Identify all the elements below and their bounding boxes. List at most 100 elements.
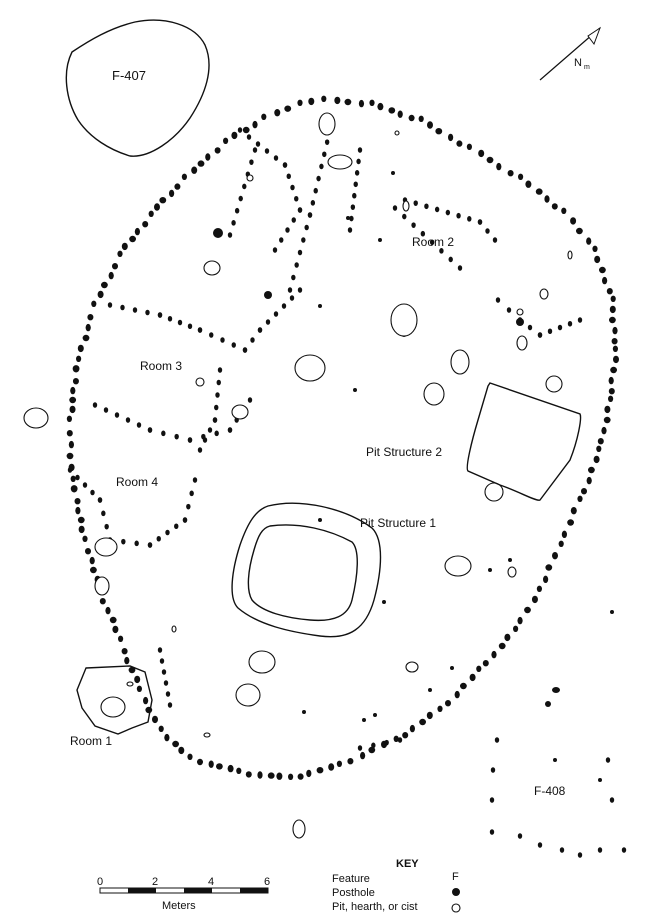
posthole [157,312,163,318]
posthole [347,758,354,765]
pit-structure-2-outline [466,382,582,501]
posthole [209,332,214,338]
posthole [147,427,153,433]
posthole [321,95,327,103]
pit [294,354,326,382]
posthole [134,540,139,547]
posthole [202,437,208,443]
pit [248,650,276,674]
posthole [357,745,363,751]
posthole [601,426,607,435]
posthole [82,535,88,542]
posthole [72,365,80,373]
posthole [285,227,290,233]
posthole [598,778,602,782]
posthole [318,518,322,522]
pit [195,377,205,387]
posthole [265,319,271,325]
posthole [121,648,128,655]
posthole [242,126,250,134]
posthole [67,467,73,473]
posthole [242,347,248,353]
pit [318,112,336,136]
posthole [362,718,366,722]
posthole [373,713,377,717]
posthole [613,355,619,364]
posthole [388,107,396,114]
posthole [402,732,409,739]
posthole [527,324,533,331]
posthole [167,315,173,322]
posthole [409,724,415,733]
posthole [460,682,467,690]
pit [203,732,211,738]
posthole [537,332,543,338]
pit [516,335,528,351]
posthole [156,535,161,542]
scale-tick-0: 0 [97,876,103,888]
posthole [478,149,485,158]
pit [394,130,400,136]
posthole [391,171,395,175]
posthole [77,516,85,524]
posthole [215,392,220,398]
posthole [217,367,223,373]
posthole [181,173,187,180]
posthole [307,212,313,218]
posthole [159,658,165,664]
posthole [288,773,294,780]
posthole [208,760,214,768]
posthole [252,120,258,129]
pit [246,174,254,182]
posthole [596,445,602,452]
posthole [559,847,565,853]
posthole [78,525,85,534]
posthole [594,255,601,264]
posthole [356,158,361,165]
posthole [128,666,136,674]
posthole [147,542,153,548]
posthole [261,113,267,121]
key-item-feature-label: Feature [332,873,370,885]
posthole [66,415,72,422]
posthole [66,452,74,460]
posthole [70,386,76,395]
feature-f408-label: F-408 [534,784,566,798]
posthole [393,735,399,742]
pit [126,681,134,687]
posthole [445,209,451,216]
posthole [428,688,432,692]
posthole [605,757,611,763]
posthole [418,115,424,123]
pit [402,200,410,212]
pit-structure-1-outer [231,502,382,638]
posthole [489,829,495,835]
posthole [109,616,117,624]
posthole [245,771,252,778]
posthole [257,327,263,333]
posthole [322,151,327,158]
posthole [101,510,106,517]
map-key: KEY Feature F Posthole Pit, hearth, or c… [332,858,461,913]
posthole [524,606,531,614]
posthole [456,140,463,147]
pit [94,576,110,596]
posthole [586,237,592,245]
posthole [75,506,81,515]
posthole [544,195,550,203]
posthole [178,746,185,755]
posthole [186,503,191,510]
posthole [310,200,316,206]
posthole [101,281,108,289]
posthole [608,395,614,402]
posthole [216,379,221,386]
posthole [513,625,519,632]
posthole [125,417,131,423]
room-1-outline [76,665,153,735]
posthole [610,366,617,374]
posthole [89,556,95,565]
pit [390,303,418,337]
posthole [450,666,454,670]
posthole [227,427,233,433]
posthole [537,842,543,848]
